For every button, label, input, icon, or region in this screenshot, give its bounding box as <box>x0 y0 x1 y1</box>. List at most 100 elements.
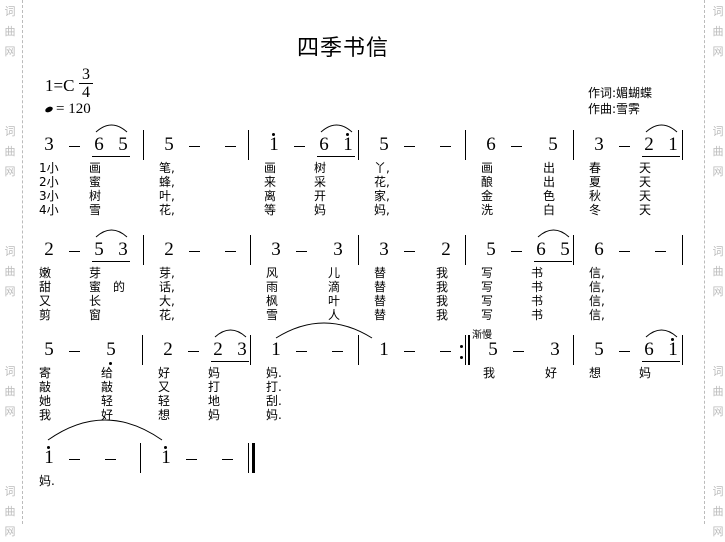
lyric-syllable: 雨 <box>266 280 279 294</box>
lyric-syllable: 酿 <box>481 175 494 189</box>
dash-extension <box>294 146 305 147</box>
lyric-syllable: 人 <box>328 308 341 322</box>
note: 1 <box>44 447 54 468</box>
slur <box>320 124 353 133</box>
tie <box>275 322 373 339</box>
lyric-syllable: 妈. <box>266 366 282 380</box>
note: 1 <box>269 134 279 155</box>
watermark-char: 词 <box>4 125 16 138</box>
lyric-syllable: 画 <box>264 161 277 175</box>
note: 2 <box>441 239 451 260</box>
repeat-barline-thick <box>468 335 470 365</box>
dash-extension <box>69 146 80 147</box>
note: 3 <box>594 134 604 155</box>
note: 3 <box>44 134 54 155</box>
tie <box>47 419 163 441</box>
dash-extension <box>619 146 630 147</box>
note: 6 <box>536 239 546 260</box>
watermark-char: 词 <box>4 5 16 18</box>
lyric-syllable: 妈 <box>314 203 327 217</box>
lyric-syllable: 天 <box>639 175 652 189</box>
lyric-syllable: 天 <box>639 189 652 203</box>
lyric-syllable: 轻 <box>158 394 171 408</box>
dash-extension <box>404 351 415 352</box>
high-octave-dot <box>47 446 50 449</box>
lyric-syllable: 1小 <box>39 161 59 175</box>
lyric-syllable: 打. <box>266 380 282 394</box>
lyric-syllable: 金 <box>481 189 494 203</box>
watermark-char: 曲 <box>4 265 16 278</box>
dash-extension <box>69 351 80 352</box>
slur <box>214 329 247 338</box>
lyric-syllable: 花, <box>374 175 390 189</box>
dash-extension <box>189 146 200 147</box>
key-signature: 1=C <box>45 76 75 95</box>
watermark-char: 网 <box>4 525 16 538</box>
barline <box>682 335 683 365</box>
slurs-layer <box>47 124 678 441</box>
lyric-syllable: 长 <box>89 294 102 308</box>
lyric-syllable: 我 <box>436 308 449 322</box>
note: 5 <box>594 339 604 360</box>
watermark-char: 网 <box>4 405 16 418</box>
lyric-syllable: 洗 <box>481 203 494 217</box>
lyric-syllable: 写 <box>481 308 494 322</box>
watermark-char: 网 <box>712 285 724 298</box>
note: 2 <box>213 339 223 360</box>
lyric-syllable: 又 <box>158 380 171 394</box>
lyric-syllable: 笔, <box>159 161 175 175</box>
watermark-char: 词 <box>712 125 724 138</box>
note: 3 <box>271 239 281 260</box>
note: 5 <box>379 134 389 155</box>
watermark-char: 曲 <box>712 385 724 398</box>
ritardando-marking: 渐慢 <box>472 330 492 341</box>
watermark-char: 网 <box>4 45 16 58</box>
lyric-syllable: 妈 <box>639 366 652 380</box>
lyric-syllable: 我 <box>483 366 496 380</box>
dash-extension <box>69 251 80 252</box>
note: 1 <box>271 339 281 360</box>
dash-extension <box>332 351 343 352</box>
note: 6 <box>644 339 654 360</box>
note: 5 <box>94 239 104 260</box>
barline <box>358 130 359 160</box>
lyric-syllable: 又 <box>39 294 52 308</box>
lyric-syllable: 书 <box>531 308 544 322</box>
barline <box>573 235 574 265</box>
lyric-syllable: 春 <box>589 161 602 175</box>
note: 6 <box>94 134 104 155</box>
lyric-syllable: 敲 <box>39 380 52 394</box>
eighth-underline <box>92 261 130 262</box>
score-title: 四季书信 <box>296 36 389 61</box>
lyric-syllable: 好 <box>158 366 171 380</box>
barline <box>140 443 141 473</box>
high-octave-dot <box>346 133 349 136</box>
watermark-char: 网 <box>712 45 724 58</box>
lyric-syllable: 她 <box>39 394 52 408</box>
lyric-syllable: 想 <box>158 408 171 422</box>
lyricist: 作词:媚蝴蝶 <box>588 86 653 100</box>
barline <box>250 235 251 265</box>
final-barline-thick <box>252 443 255 473</box>
dash-extension <box>225 146 236 147</box>
slur <box>645 124 678 133</box>
lyric-syllable: 想 <box>589 366 602 380</box>
composer: 作曲:雪霁 <box>588 102 641 116</box>
lyric-syllable: 地 <box>208 394 221 408</box>
time-signature-top: 3 <box>82 66 90 83</box>
lyric-syllable: 刮. <box>266 394 282 408</box>
lyric-syllable: 冬 <box>589 203 602 217</box>
note: 5 <box>486 239 496 260</box>
dash-extension <box>105 459 116 460</box>
watermark-char: 网 <box>4 285 16 298</box>
lyric-syllable: 好 <box>545 366 558 380</box>
slur <box>537 229 570 238</box>
note: 2 <box>164 239 174 260</box>
dash-extension <box>619 251 630 252</box>
dash-extension <box>296 351 307 352</box>
eighth-underline <box>642 156 680 157</box>
watermark-char: 曲 <box>712 265 724 278</box>
barline <box>250 335 251 365</box>
slur <box>95 229 128 238</box>
barline <box>465 130 466 160</box>
